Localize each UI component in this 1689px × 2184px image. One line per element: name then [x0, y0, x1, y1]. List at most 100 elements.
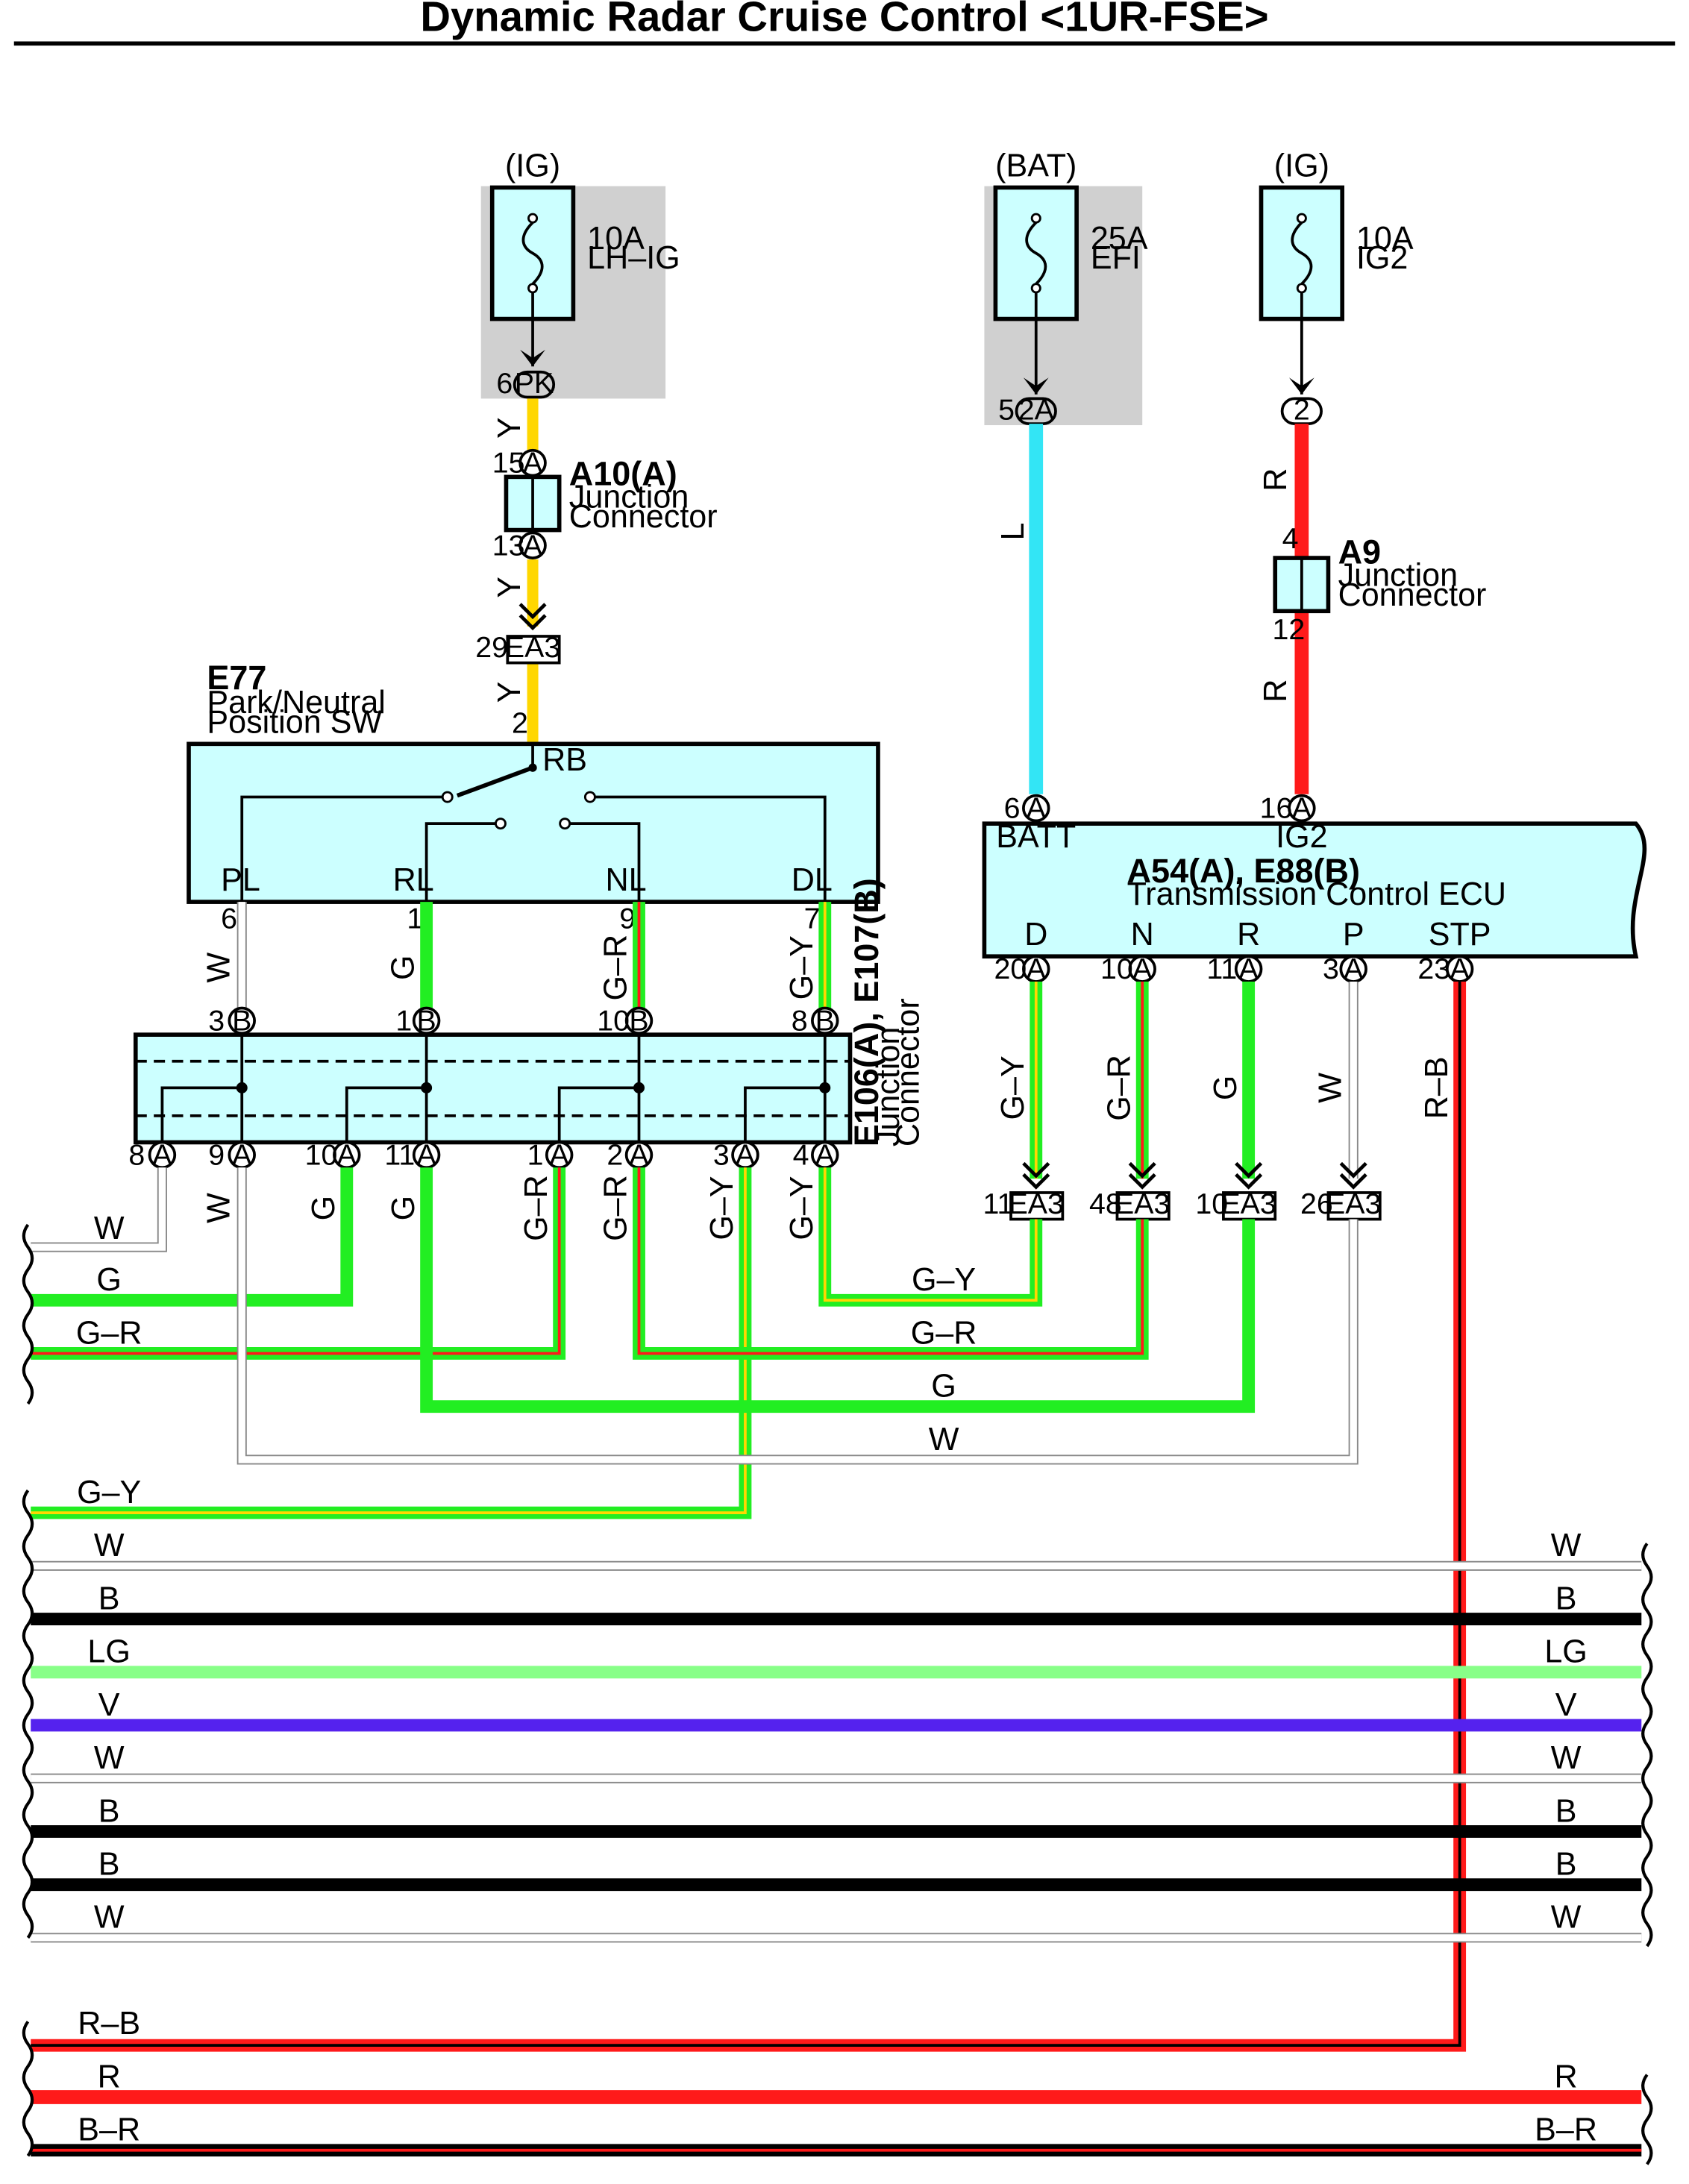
svg-text:10: 10	[597, 1005, 630, 1038]
svg-text:PK: PK	[515, 367, 554, 400]
svg-text:11: 11	[384, 1138, 415, 1171]
wire-ecu-stp-rb: R–B	[31, 981, 1467, 2052]
fuse-icon	[1291, 221, 1313, 286]
svg-text:Junction: Junction	[871, 1027, 906, 1147]
svg-text:11: 11	[983, 1187, 1014, 1220]
svg-text:A: A	[1027, 792, 1047, 825]
svg-text:W: W	[929, 1422, 959, 1457]
svg-text:4: 4	[1282, 522, 1299, 555]
fuse-efi: (BAT) 25A EFI 2A 5	[984, 148, 1148, 427]
svg-text:2: 2	[512, 706, 528, 739]
svg-text:W: W	[201, 1193, 236, 1223]
svg-text:L: L	[995, 522, 1031, 540]
svg-text:B: B	[98, 1793, 120, 1829]
fuse-ig2: (IG) 10A IG2 2	[1259, 148, 1414, 427]
svg-text:G: G	[96, 1262, 122, 1298]
svg-text:G–R: G–R	[518, 1175, 554, 1241]
svg-text:R: R	[1258, 680, 1294, 703]
svg-text:20: 20	[994, 953, 1027, 985]
wire-ecu-p-w: W	[1312, 981, 1359, 1179]
fuse-name: EFI	[1091, 240, 1141, 276]
transmission-control-ecu: A 6 A 16 BATT IG2 A54(A), E88(B) Transmi…	[982, 792, 1647, 985]
svg-text:W: W	[1551, 1740, 1582, 1776]
svg-text:A: A	[232, 1138, 252, 1171]
svg-text:RB: RB	[542, 742, 587, 778]
svg-text:6: 6	[221, 903, 237, 935]
bus-line: B B	[31, 1581, 1642, 1625]
svg-text:R: R	[1258, 468, 1294, 492]
svg-text:A: A	[416, 1138, 436, 1171]
svg-text:B: B	[1555, 1581, 1577, 1616]
bus-line: B B	[31, 1793, 1642, 1838]
wire-e77-rl-g: G	[386, 902, 433, 1008]
svg-text:R: R	[98, 2059, 121, 2094]
route-gy: G–Y G–Y	[784, 1167, 1043, 1307]
svg-text:Park/Neutral: Park/Neutral	[207, 685, 386, 721]
e77-park-neutral-switch: E77 Park/Neutral Position SW 2 RB PL RL …	[187, 659, 880, 935]
svg-text:Junction: Junction	[569, 480, 689, 515]
svg-text:G–Y: G–Y	[784, 935, 820, 1000]
svg-text:EA3: EA3	[1220, 1187, 1276, 1220]
bottom-bus: R–B R R B–R B–R	[31, 2006, 1642, 2157]
svg-text:A: A	[523, 529, 543, 562]
svg-text:V: V	[1555, 1687, 1577, 1723]
svg-text:3: 3	[208, 1005, 225, 1038]
fuse-amp: 10A	[587, 221, 645, 257]
bus-line: R R	[31, 2059, 1642, 2104]
svg-text:LG: LG	[1544, 1634, 1587, 1670]
svg-text:A: A	[1450, 953, 1470, 985]
bus-line: V V	[31, 1687, 1642, 1732]
power-source-label: (IG)	[1274, 148, 1329, 183]
route-w: W W	[201, 1167, 1359, 1465]
wire-e77-pl-w: W	[201, 902, 247, 1008]
svg-text:B–R: B–R	[1535, 2112, 1597, 2148]
wire-ecu-n-gr: G–R	[1101, 981, 1149, 1179]
svg-text:10: 10	[1100, 953, 1133, 985]
svg-text:B: B	[416, 1005, 436, 1038]
wire-y: Y Y Y	[492, 398, 547, 744]
svg-text:26: 26	[1300, 1187, 1333, 1220]
svg-text:8: 8	[128, 1138, 145, 1171]
svg-text:6: 6	[496, 367, 513, 400]
svg-text:A: A	[1344, 953, 1364, 985]
svg-text:1: 1	[407, 903, 423, 935]
svg-text:A: A	[1027, 953, 1047, 985]
svg-text:G: G	[1208, 1076, 1244, 1101]
svg-text:G–R: G–R	[598, 1175, 634, 1241]
svg-text:Transmission Control ECU: Transmission Control ECU	[1127, 876, 1506, 912]
e106-e107-junction-connector: B 3 B 1 B 10 B 8 A 8 A 9 A 10 A 11 A 1 A…	[128, 878, 926, 1171]
left-bus-gy: G–Y G–Y	[31, 1167, 752, 1519]
svg-text:B: B	[232, 1005, 251, 1038]
wire-ecu-d-gy: G–Y	[995, 981, 1043, 1179]
svg-text:Position SW: Position SW	[207, 704, 382, 740]
a9-junction-connector: 4 12 A9 Junction Connector	[1272, 522, 1486, 646]
svg-text:R: R	[1237, 917, 1260, 953]
svg-text:Y: Y	[492, 417, 527, 439]
svg-text:7: 7	[804, 903, 821, 935]
fuse-amp: 10A	[1356, 221, 1414, 257]
svg-text:Connector: Connector	[1338, 577, 1487, 613]
svg-text:IG2: IG2	[1276, 819, 1327, 855]
svg-text:3: 3	[713, 1138, 730, 1171]
svg-text:W: W	[94, 1740, 125, 1776]
svg-text:A: A	[1292, 792, 1312, 825]
fuse-icon	[1025, 221, 1047, 286]
fuse-icon	[521, 221, 544, 286]
svg-text:W: W	[201, 953, 236, 983]
svg-text:N: N	[1131, 917, 1154, 953]
svg-text:A: A	[337, 1138, 357, 1171]
svg-text:1: 1	[395, 1005, 412, 1038]
page-title: Dynamic Radar Cruise Control <1UR-FSE>	[420, 0, 1268, 40]
ea3-connector-29: EA3 29	[475, 631, 561, 665]
svg-text:G: G	[931, 1369, 956, 1405]
svg-text:A: A	[1239, 953, 1259, 985]
bus-line: W W	[31, 1528, 1642, 1571]
svg-text:23: 23	[1417, 953, 1450, 985]
svg-text:G: G	[386, 955, 422, 980]
svg-text:Connector: Connector	[569, 499, 718, 535]
svg-text:12: 12	[1272, 613, 1305, 646]
svg-text:A: A	[152, 1138, 172, 1171]
svg-text:NL: NL	[606, 862, 647, 898]
svg-text:R–B: R–B	[78, 2006, 140, 2042]
component-box	[133, 1032, 853, 1145]
